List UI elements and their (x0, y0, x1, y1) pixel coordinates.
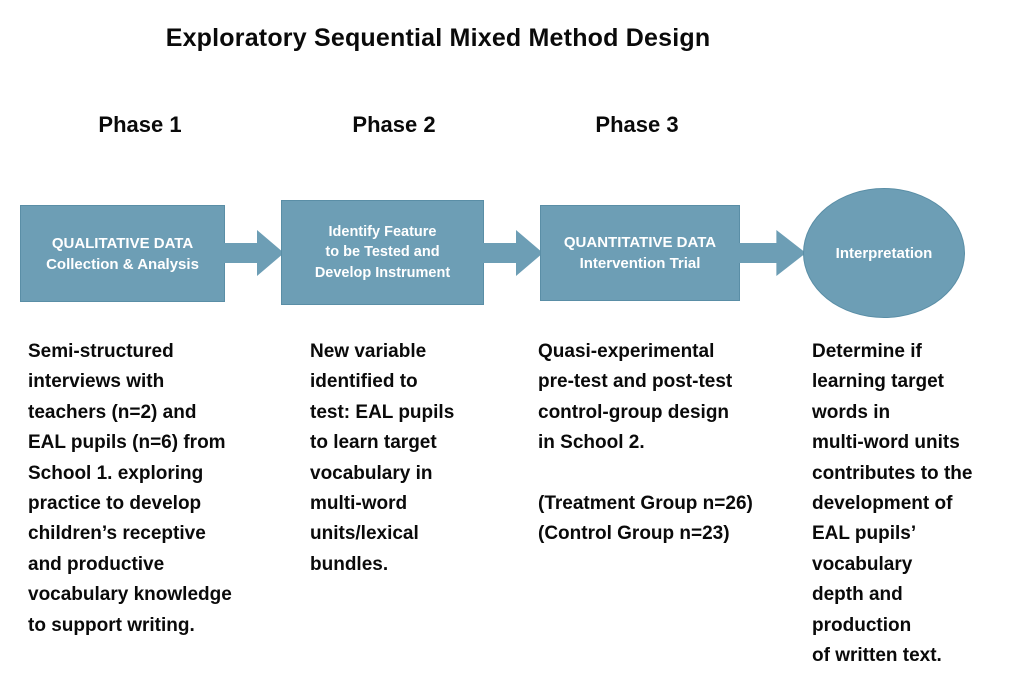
phase-2-box: Identify Feature to be Tested and Develo… (281, 200, 484, 305)
phase-1-box: QUALITATIVE DATA Collection & Analysis (20, 205, 225, 302)
phase-3-description: Quasi-experimental pre-test and post-tes… (538, 341, 753, 545)
phase-1-label: Phase 1 (98, 112, 182, 137)
right-arrow-icon (737, 229, 807, 277)
interpretation-ellipse: Interpretation (803, 188, 965, 318)
right-arrow-icon (480, 229, 544, 277)
phase-2-description: New variable identified to test: EAL pup… (310, 341, 455, 575)
phase-3-label: Phase 3 (595, 112, 679, 137)
right-arrow-icon (221, 229, 285, 277)
phase-3-box: QUANTITATIVE DATA Intervention Trial (540, 205, 740, 301)
interpretation-description: Determine if learning target words in mu… (812, 341, 973, 666)
phase-2-label: Phase 2 (352, 112, 436, 137)
diagram-title: Exploratory Sequential Mixed Method Desi… (165, 24, 711, 52)
phase-1-description: Semi-structured interviews with teachers… (28, 341, 232, 636)
